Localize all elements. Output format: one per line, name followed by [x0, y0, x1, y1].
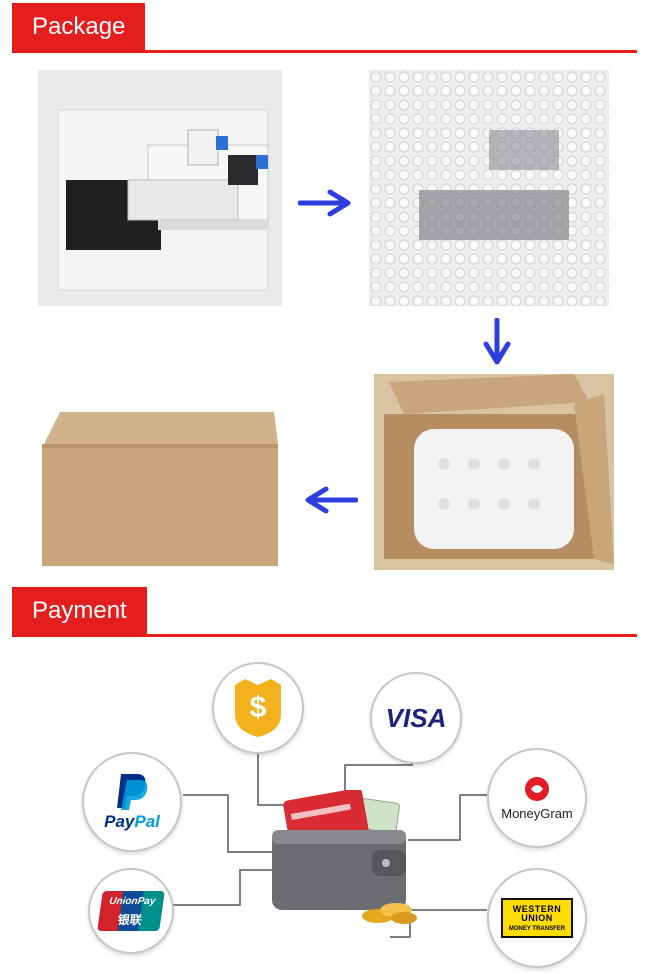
- dollar-badge: $: [212, 662, 304, 754]
- arrow-down-icon: [482, 317, 512, 373]
- paypal-p-icon: [117, 774, 148, 810]
- unionpay-badge: UnionPay 银联: [88, 868, 174, 954]
- wu-western-text: WESTERN: [512, 903, 562, 914]
- visa-logo: VISA: [385, 702, 447, 733]
- western-union-badge: WESTERN UNION MONEY TRANSFER: [487, 868, 587, 968]
- unionpay-cn-text: 银联: [116, 913, 143, 927]
- header-rule: [12, 634, 637, 637]
- header-rule: [12, 50, 637, 53]
- paypal-pal-text: Pal: [134, 812, 160, 831]
- visa-badge: VISA: [370, 672, 462, 764]
- wu-union-text: UNION: [521, 912, 553, 923]
- bubble-wrapped-photo: [369, 70, 609, 306]
- paypal-badge: PayPal: [82, 752, 182, 852]
- moneygram-badge: MoneyGram: [487, 748, 587, 848]
- wu-money-transfer-text: MONEY TRANSFER: [508, 925, 566, 932]
- arrow-right-icon: [297, 188, 354, 223]
- paypal-pay-text: Pay: [104, 812, 135, 831]
- moneygram-globe-icon: [525, 776, 549, 801]
- payment-title: Payment: [12, 587, 147, 635]
- dollar-symbol: $: [249, 691, 267, 724]
- open-box-photo: [374, 374, 614, 570]
- payment-section-header: Payment: [12, 587, 637, 637]
- closed-box-photo: [38, 406, 282, 570]
- package-section-header: Package: [12, 3, 637, 53]
- dollar-shield-icon: [235, 679, 281, 737]
- unionpay-text: UnionPay: [108, 896, 157, 907]
- arrow-left-icon: [302, 485, 359, 520]
- wallet-illustration: [268, 788, 410, 910]
- gold-coins-icon: [360, 898, 420, 928]
- product-in-bag-photo: [38, 70, 282, 306]
- moneygram-text: MoneyGram: [501, 805, 573, 821]
- package-title: Package: [12, 3, 146, 51]
